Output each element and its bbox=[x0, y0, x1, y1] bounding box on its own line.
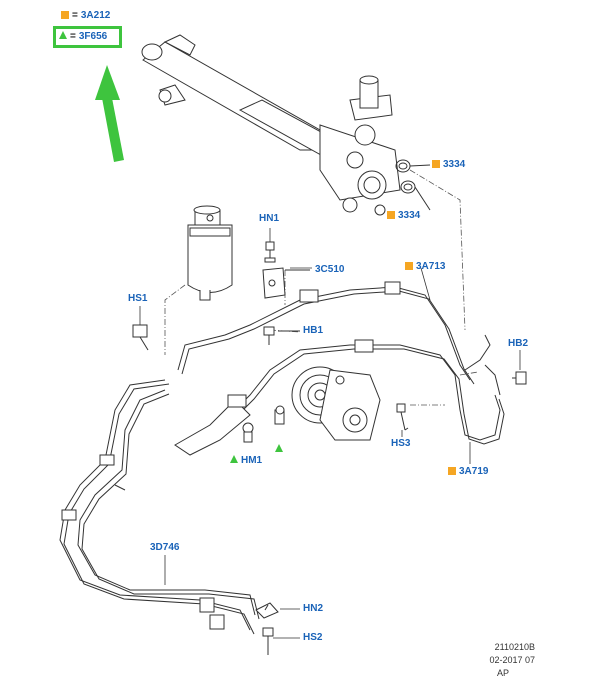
callout-triangle-stud bbox=[275, 444, 286, 456]
clip-hn1 bbox=[264, 241, 276, 263]
bolt-hs1 bbox=[132, 324, 149, 351]
fluid-reservoir bbox=[187, 205, 233, 301]
callout-3c510: 3C510 bbox=[315, 264, 345, 275]
triangle-marker-icon bbox=[275, 444, 283, 452]
triangle-marker-icon bbox=[59, 31, 67, 39]
return-hose-3a719 bbox=[189, 339, 505, 445]
callout-hm1: HM1 bbox=[230, 455, 262, 467]
square-marker-icon bbox=[432, 160, 440, 168]
square-marker-icon bbox=[405, 262, 413, 270]
leader-lines bbox=[139, 228, 521, 639]
o-ring-seals bbox=[395, 159, 431, 211]
callout-3a719: 3A719 bbox=[448, 466, 488, 478]
legend-triangle-row: =3F656 bbox=[59, 31, 107, 42]
callout-3334-bottom: 3334 bbox=[387, 210, 420, 222]
callout-hb2: HB2 bbox=[508, 338, 529, 349]
nut-hm1 bbox=[242, 405, 285, 443]
callout-hs3: HS3 bbox=[391, 438, 411, 449]
footer-ref: 2110210B bbox=[494, 642, 535, 652]
square-marker-icon bbox=[448, 467, 456, 475]
bracket-3c510 bbox=[262, 267, 310, 299]
callout-3334-top: 3334 bbox=[432, 159, 465, 171]
triangle-marker-icon bbox=[230, 455, 238, 463]
callout-3a713: 3A713 bbox=[405, 261, 445, 273]
bolt-hb2 bbox=[512, 371, 527, 385]
callout-hb1: HB1 bbox=[303, 325, 324, 336]
legend-highlight-box bbox=[53, 26, 122, 48]
bolt-hs3 bbox=[396, 403, 409, 431]
callout-hs1: HS1 bbox=[128, 293, 148, 304]
callout-3d746: 3D746 bbox=[150, 542, 180, 553]
steering-rack bbox=[141, 34, 401, 216]
footer-code: AP bbox=[496, 668, 509, 678]
legend-square-row: =3A212 bbox=[61, 10, 110, 21]
legend-square-code: 3A212 bbox=[80, 10, 111, 21]
legend-triangle-code: 3F656 bbox=[78, 31, 108, 42]
square-marker-icon bbox=[387, 211, 395, 219]
power-steering-pump bbox=[291, 366, 381, 441]
feed-hose bbox=[174, 394, 251, 456]
highlight-arrow-icon bbox=[95, 65, 124, 162]
cooler-tube-3d746 bbox=[59, 379, 260, 635]
bolt-hb1 bbox=[263, 326, 300, 345]
bolt-hs2 bbox=[262, 627, 274, 655]
square-marker-icon bbox=[61, 11, 69, 19]
footer-date: 02-2017 07 bbox=[489, 655, 535, 665]
pressure-hose-3a713 bbox=[177, 281, 501, 396]
clip-hn2 bbox=[255, 602, 279, 619]
callout-hn2: HN2 bbox=[303, 603, 324, 614]
callout-hn1: HN1 bbox=[259, 213, 280, 224]
callout-hs2: HS2 bbox=[303, 632, 323, 643]
